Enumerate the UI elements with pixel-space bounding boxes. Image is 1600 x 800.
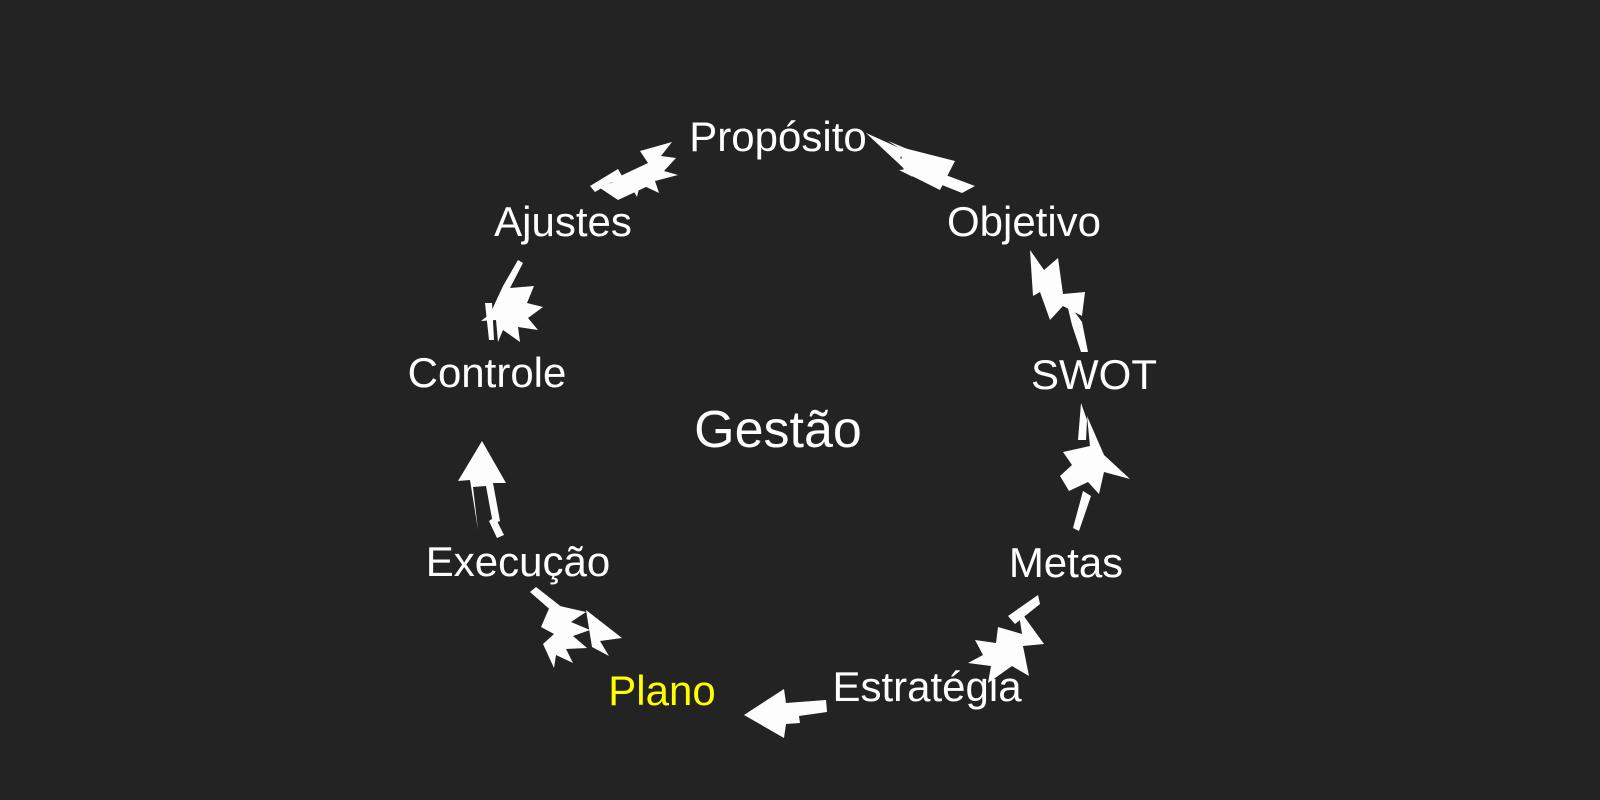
arrow-metas-estrategia — [968, 595, 1044, 683]
arrow-estrategia-plano — [744, 689, 827, 738]
node-label-proposito[interactable]: Propósito — [689, 113, 867, 160]
node-label-ajustes[interactable]: Ajustes — [494, 198, 632, 245]
node-label-estrategia[interactable]: Estratégia — [832, 663, 1022, 710]
node-label-objetivo[interactable]: Objetivo — [946, 198, 1102, 245]
node-label-swot[interactable]: SWOT — [1031, 351, 1157, 398]
arrow-objetivo-swot — [1030, 250, 1088, 352]
arrow-swot-metas — [1060, 403, 1130, 531]
arrow-execucao-plano — [530, 587, 622, 668]
arrow-ajustes-proposito — [590, 142, 678, 200]
node-label-metas[interactable]: Metas — [1008, 539, 1124, 586]
arrow-controle-ajustes — [481, 260, 543, 342]
arrow-proposito-objetivo — [866, 133, 975, 193]
node-label-controle[interactable]: Controle — [407, 349, 567, 396]
node-label-execucao[interactable]: Execução — [425, 538, 611, 585]
node-label-plano[interactable]: Plano — [608, 667, 716, 714]
center-title: Gestão — [694, 401, 862, 459]
arrow-execucao-controle — [458, 441, 506, 538]
